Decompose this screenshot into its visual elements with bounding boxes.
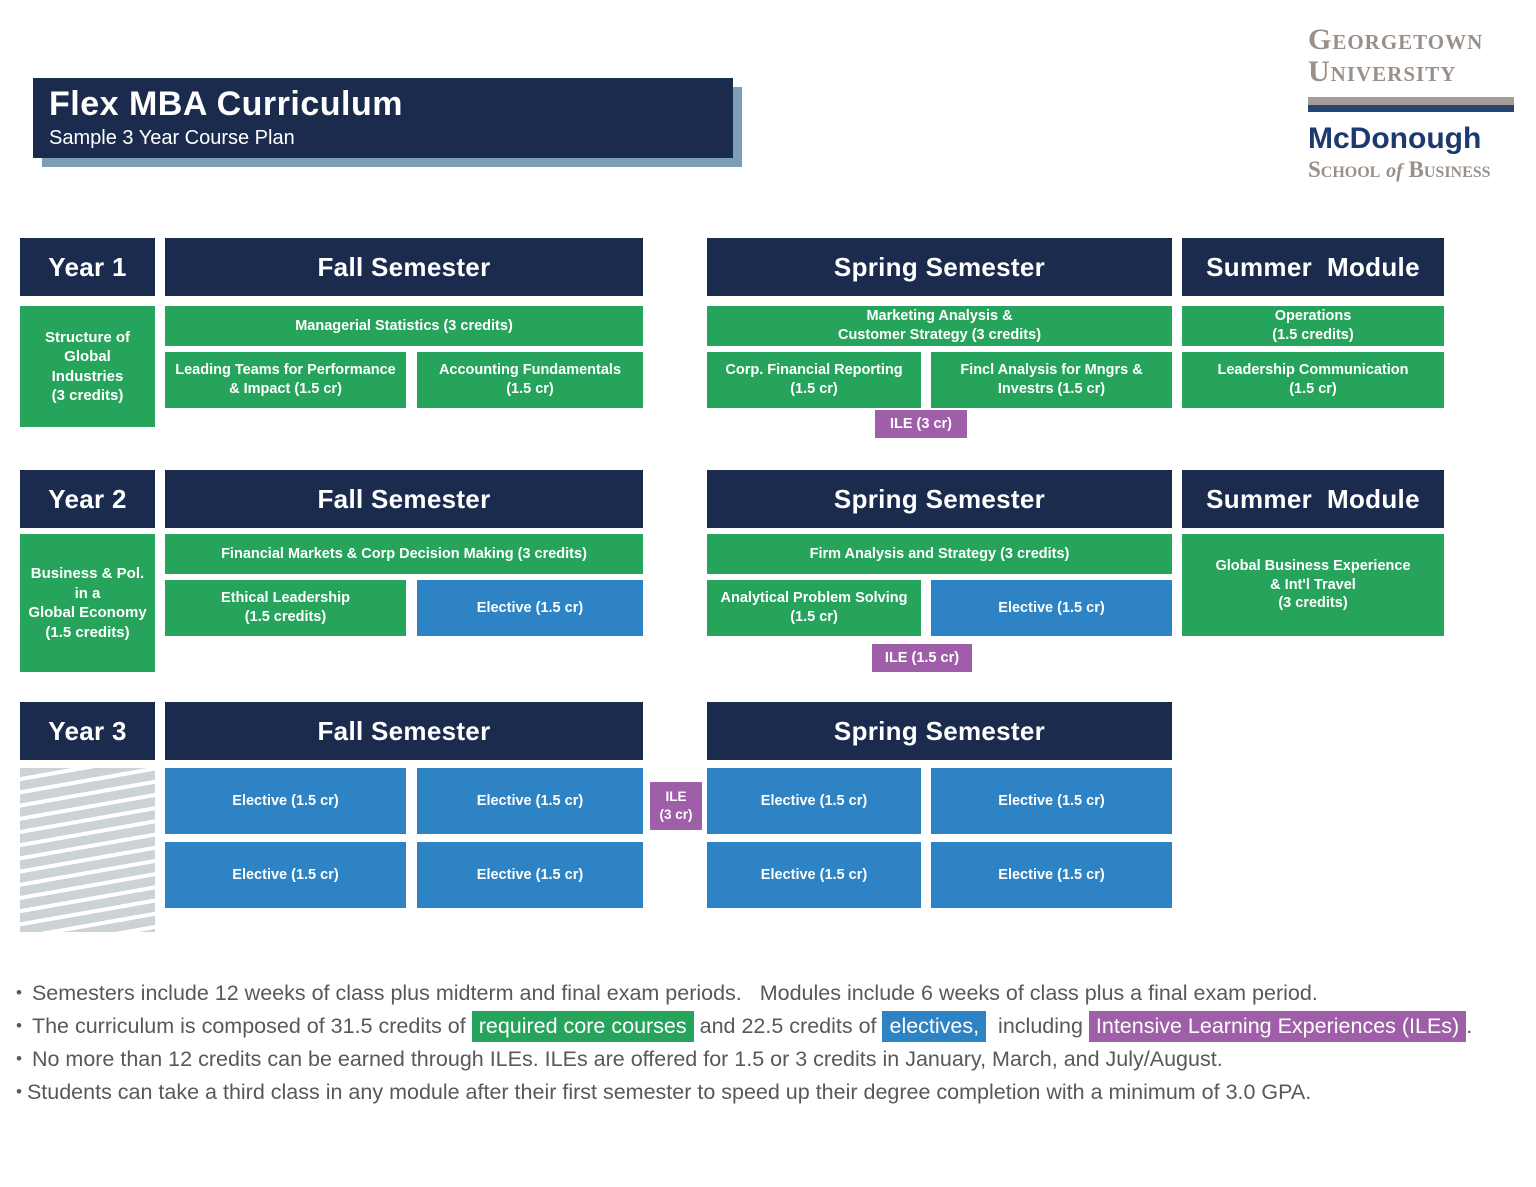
year2-spring-header: Spring Semester [707, 470, 1172, 528]
ile-box-year3: ILE (3 cr) [650, 782, 702, 830]
course-box-corp-financial-reporting: Corp. Financial Reporting (1.5 cr) [707, 352, 921, 408]
elective-box-year3-fall-2: Elective (1.5 cr) [417, 768, 643, 834]
course-box-ethical-leadership: Ethical Leadership (1.5 credits) [165, 580, 406, 636]
georgetown-logo: Georgetown University McDonough School o… [1308, 23, 1514, 181]
note-curriculum-seg3: including [986, 1014, 1089, 1038]
course-box-leadership-communication: Leadership Communication (1.5 cr) [1182, 352, 1444, 408]
note-curriculum: • The curriculum is composed of 31.5 cred… [12, 1011, 1524, 1042]
note-third-class: •Students can take a third class in any … [12, 1077, 1524, 1107]
elective-box-year3-spring-3: Elective (1.5 cr) [707, 842, 921, 908]
note-semesters-text: Semesters include 12 weeks of class plus… [31, 981, 1318, 1005]
year1-summer-header: Summer Module [1182, 238, 1444, 296]
note-third-class-text: Students can take a third class in any m… [26, 1080, 1312, 1104]
course-box-operations: Operations (1.5 credits) [1182, 306, 1444, 346]
bullet-icon: • [16, 983, 22, 1002]
note-semesters: • Semesters include 12 weeks of class plu… [12, 978, 1524, 1008]
elective-box-year3-fall-3: Elective (1.5 cr) [165, 842, 406, 908]
title-banner: Flex MBA Curriculum Sample 3 Year Course… [33, 78, 733, 158]
logo-gray-bar [1308, 96, 1514, 105]
highlight-electives: electives, [882, 1011, 987, 1042]
logo-university-line1: Georgetown [1308, 23, 1484, 56]
course-box-global-business-experience: Global Business Experience & Int'l Trave… [1182, 534, 1444, 636]
elective-box-year2-fall: Elective (1.5 cr) [417, 580, 643, 636]
note-ile-limit: • No more than 12 credits can be earned t… [12, 1044, 1524, 1074]
elective-box-year3-fall-4: Elective (1.5 cr) [417, 842, 643, 908]
course-box-firm-analysis: Firm Analysis and Strategy (3 credits) [707, 534, 1172, 574]
page-title: Flex MBA Curriculum [49, 85, 403, 124]
course-box-managerial-statistics: Managerial Statistics (3 credits) [165, 306, 643, 346]
bullet-icon: • [16, 1049, 22, 1068]
course-box-fincl-analysis: Fincl Analysis for Mngrs & Investrs (1.5… [931, 352, 1172, 408]
year3-label: Year 3 [20, 702, 155, 760]
note-curriculum-seg1: The curriculum is composed of 31.5 credi… [31, 1014, 472, 1038]
elective-box-year2-spring: Elective (1.5 cr) [931, 580, 1172, 636]
footnotes: • Semesters include 12 weeks of class plu… [12, 978, 1524, 1107]
page-subtitle: Sample 3 Year Course Plan [49, 126, 295, 149]
logo-division-pre: School [1308, 156, 1387, 182]
ile-box-year1: ILE (3 cr) [875, 410, 967, 438]
highlight-required-core-courses: required core courses [471, 1011, 694, 1042]
year1-fall-header: Fall Semester [165, 238, 643, 296]
logo-division-of: of [1386, 159, 1403, 182]
year2-fall-header: Fall Semester [165, 470, 643, 528]
year3-spring-header: Spring Semester [707, 702, 1172, 760]
logo-navy-bar [1308, 104, 1514, 112]
note-curriculum-seg4: . [1466, 1014, 1473, 1038]
ile-box-year2: ILE (1.5 cr) [872, 644, 972, 672]
logo-division-post: Business [1402, 156, 1491, 182]
logo-division-line: School of Business [1308, 158, 1514, 181]
bullet-icon: • [16, 1016, 22, 1035]
year1-spring-header: Spring Semester [707, 238, 1172, 296]
course-box-financial-markets: Financial Markets & Corp Decision Making… [165, 534, 643, 574]
year2-summer-header: Summer Module [1182, 470, 1444, 528]
year2-label: Year 2 [20, 470, 155, 528]
course-box-structure-of-global-industries: Structure of Global Industries (3 credit… [20, 306, 155, 427]
year1-label: Year 1 [20, 238, 155, 296]
course-box-accounting-fundamentals: Accounting Fundamentals (1.5 cr) [417, 352, 643, 408]
note-curriculum-seg2: and 22.5 credits of [693, 1014, 883, 1038]
elective-box-year3-fall-1: Elective (1.5 cr) [165, 768, 406, 834]
course-box-marketing-analysis: Marketing Analysis & Customer Strategy (… [707, 306, 1172, 346]
elective-box-year3-spring-2: Elective (1.5 cr) [931, 768, 1172, 834]
bullet-icon: • [16, 1082, 22, 1101]
year3-placeholder-hatch [20, 768, 155, 932]
year3-fall-header: Fall Semester [165, 702, 643, 760]
elective-box-year3-spring-1: Elective (1.5 cr) [707, 768, 921, 834]
highlight-iles: Intensive Learning Experiences (ILEs) [1088, 1011, 1467, 1042]
course-box-analytical-problem-solving: Analytical Problem Solving (1.5 cr) [707, 580, 921, 636]
logo-university-line2: University [1308, 55, 1457, 89]
elective-box-year3-spring-4: Elective (1.5 cr) [931, 842, 1172, 908]
course-box-business-and-pol: Business & Pol. in a Global Economy (1.5… [20, 534, 155, 672]
note-ile-limit-text: No more than 12 credits can be earned th… [31, 1047, 1223, 1071]
logo-school-name: McDonough [1308, 121, 1482, 155]
course-box-leading-teams: Leading Teams for Performance & Impact (… [165, 352, 406, 408]
